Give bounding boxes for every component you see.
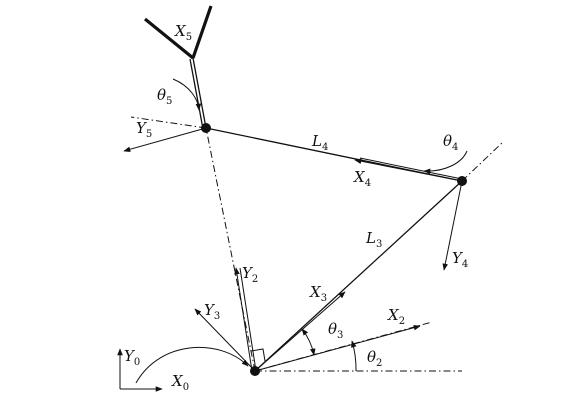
joints bbox=[201, 123, 467, 376]
base-frame bbox=[117, 346, 249, 392]
x4-axis bbox=[354, 158, 463, 182]
joint-base bbox=[250, 366, 260, 376]
label-theta5: θ5 bbox=[157, 86, 172, 107]
theta3-arc bbox=[301, 328, 316, 356]
labels: X5 θ5 Y5 L4 θ4 X4 L3 Y4 Y2 X3 Y3 X2 θ3 θ… bbox=[124, 22, 468, 393]
y4-axis bbox=[442, 180, 463, 271]
link-wrist bbox=[192, 57, 207, 129]
label-y3: Y3 bbox=[204, 301, 220, 322]
label-theta4: θ4 bbox=[443, 132, 458, 153]
y5-extension-reference bbox=[130, 116, 207, 129]
label-y0: Y0 bbox=[124, 347, 140, 368]
y5-axis bbox=[123, 127, 207, 152]
reference-lines bbox=[130, 116, 504, 372]
local-axes bbox=[123, 127, 463, 372]
l3-extension-reference bbox=[461, 141, 504, 182]
theta2-arc bbox=[351, 340, 357, 372]
gripper-finger-left bbox=[143, 17, 195, 60]
label-y5: Y5 bbox=[136, 119, 152, 140]
x3-axis bbox=[254, 291, 346, 372]
link-wrist-edge bbox=[189, 58, 204, 130]
gripper-finger-right bbox=[191, 5, 213, 59]
y2-axis-a bbox=[234, 267, 253, 372]
angle-arcs bbox=[172, 78, 468, 372]
x2-axis bbox=[254, 324, 421, 372]
label-x5: X5 bbox=[174, 22, 192, 43]
joint-wrist bbox=[201, 123, 211, 133]
label-x0: X0 bbox=[171, 372, 189, 393]
theta4-arc bbox=[423, 150, 468, 175]
base-rotation-arc bbox=[135, 346, 249, 384]
x4-axis-edge bbox=[359, 157, 463, 180]
gripper bbox=[143, 5, 213, 60]
label-theta2: θ2 bbox=[367, 348, 382, 369]
joint-elbow bbox=[457, 176, 467, 186]
links bbox=[189, 57, 463, 372]
theta5-arc bbox=[172, 78, 202, 111]
y2-axis-b bbox=[239, 267, 257, 372]
label-y4: Y4 bbox=[452, 249, 468, 270]
label-y2: Y2 bbox=[242, 264, 258, 285]
right-angle-marker bbox=[250, 348, 266, 362]
label-l3: L3 bbox=[365, 229, 382, 250]
y3-axis bbox=[194, 308, 256, 372]
label-theta3: θ3 bbox=[328, 320, 343, 341]
label-l4: L4 bbox=[311, 132, 328, 153]
link-l3 bbox=[254, 180, 463, 372]
shoulder-to-wrist-reference bbox=[205, 127, 256, 372]
label-x4: X4 bbox=[353, 168, 371, 189]
label-x3: X3 bbox=[309, 283, 327, 304]
label-x2: X2 bbox=[387, 306, 405, 327]
